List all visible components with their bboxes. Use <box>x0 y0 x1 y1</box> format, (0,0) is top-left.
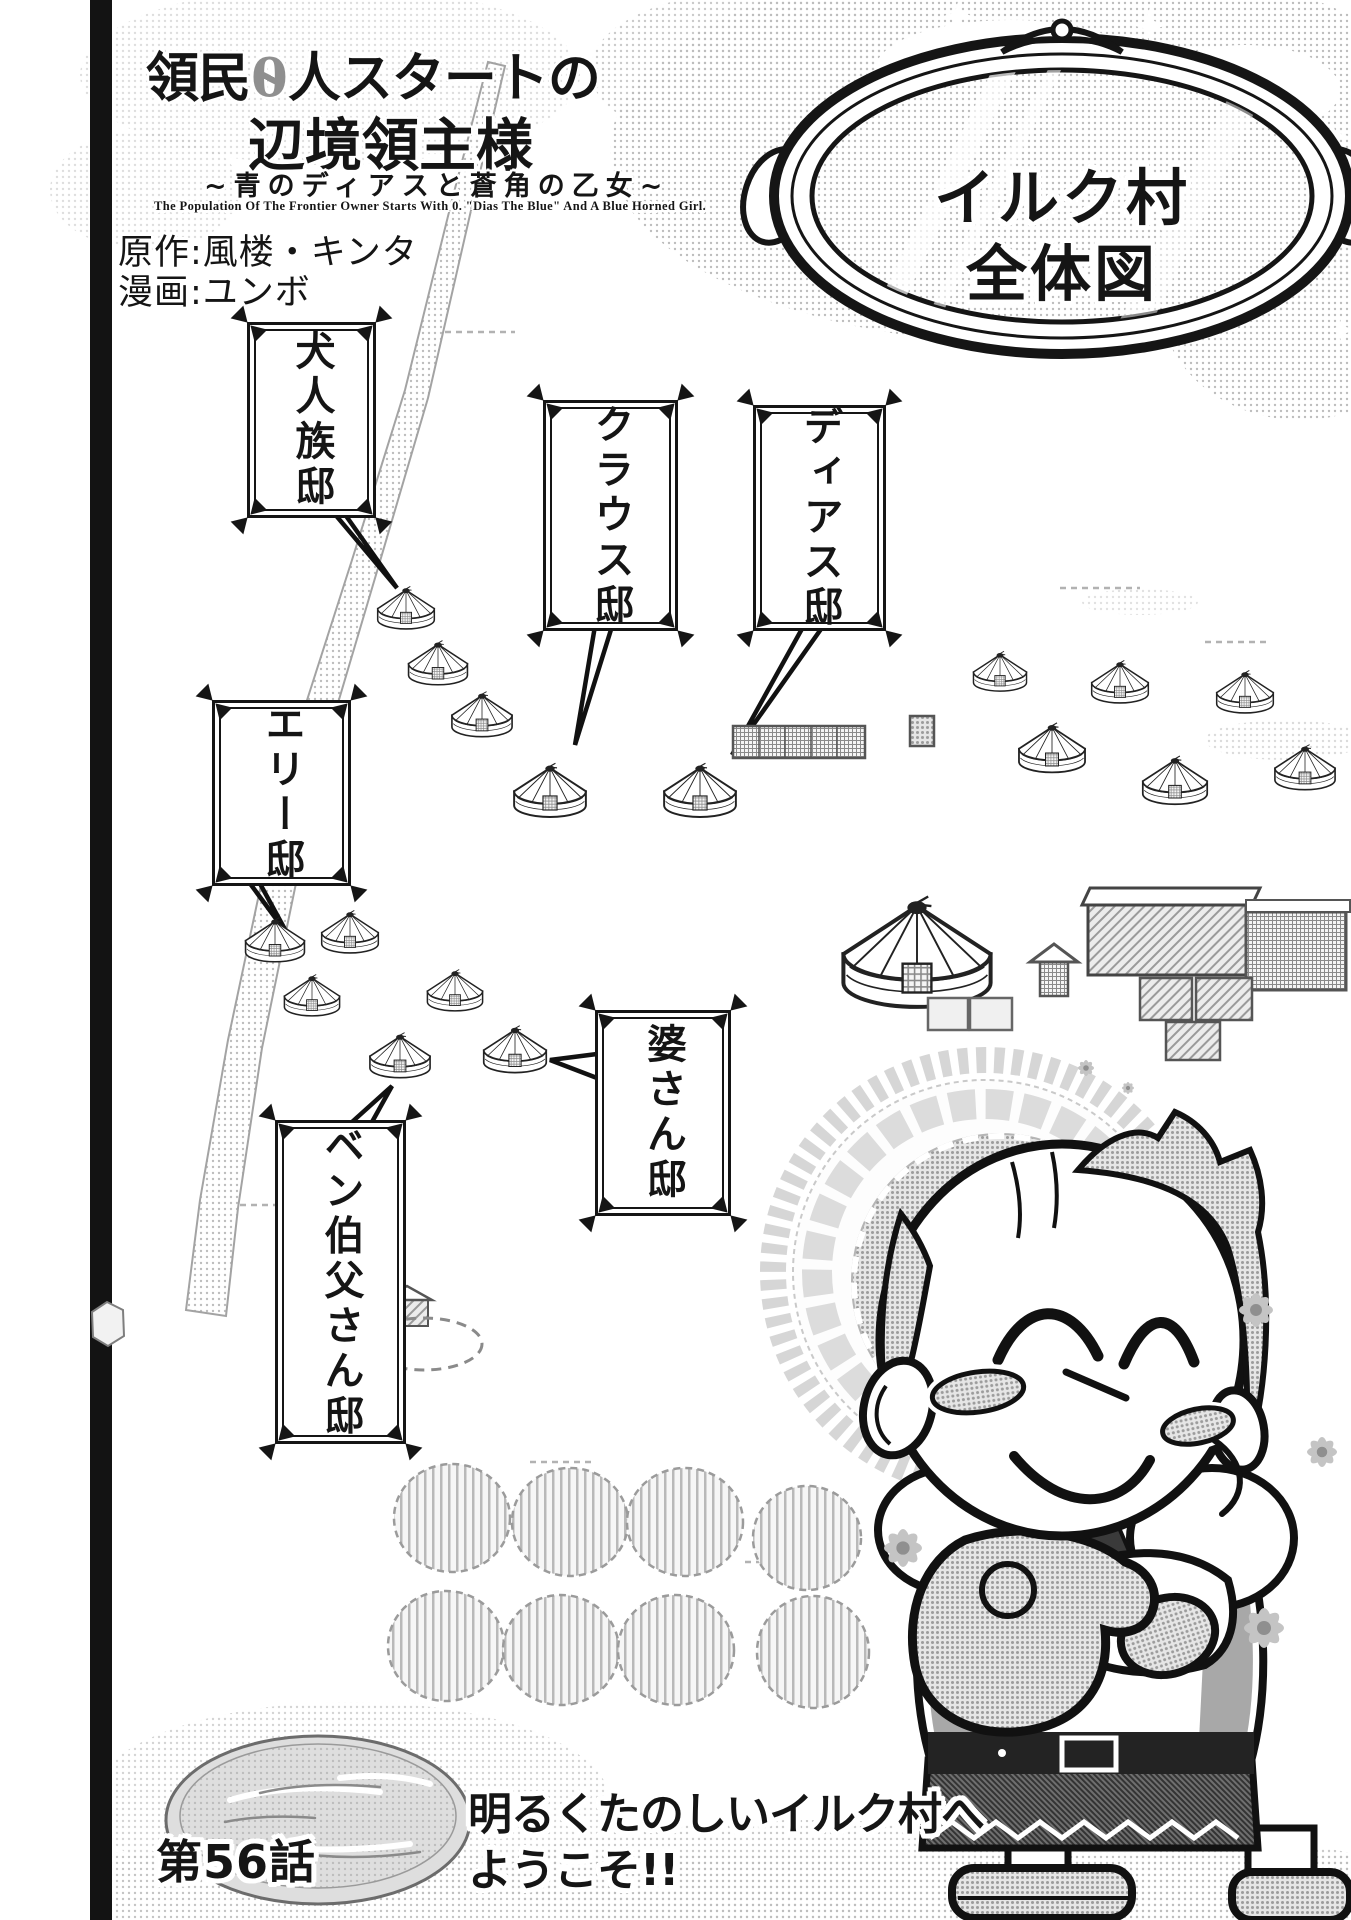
label-text: ベン伯父さん邸 <box>317 1124 364 1440</box>
credit-manga-artist: 漫画:ユンボ <box>118 273 311 313</box>
series-title-line2: 辺境領主様 <box>248 112 533 179</box>
label-text: 犬人族邸 <box>288 330 335 510</box>
character-dias <box>859 1108 1351 1920</box>
map-title-line1: イルク村 <box>933 163 1190 234</box>
title-zero: 0 <box>251 47 288 109</box>
character-belt <box>928 1732 1254 1774</box>
label-frame-inner-border <box>550 407 671 624</box>
series-subtitle: ~青のディアスと蒼角の乙女~ <box>204 171 670 202</box>
label-frame-inner-border <box>254 329 369 511</box>
label-text: 婆さん邸 <box>640 1023 686 1203</box>
label-frame-inner-border <box>760 412 879 624</box>
crop-fields <box>386 1462 871 1710</box>
label-text: エリー邸 <box>258 703 305 883</box>
series-subtitle-english: The Population Of The Frontier Owner Sta… <box>154 199 707 213</box>
label-elly-house: エリー邸 <box>212 700 351 886</box>
series-title-line1: 領民0人スタートの <box>146 36 601 112</box>
storehouse <box>1079 886 1351 1062</box>
character-cheek-left <box>929 1368 1027 1416</box>
label-frame-inner-border <box>602 1017 724 1209</box>
stone-icon <box>90 1300 126 1348</box>
character-mitten-left <box>907 1526 1159 1737</box>
page-spine-bar <box>90 0 112 1920</box>
episode-number: 第56話 <box>156 1835 317 1889</box>
welcome-caption-line1: 明るくたのしいイルク村へ <box>468 1789 985 1840</box>
label-frame-inner-border <box>219 707 344 879</box>
label-granny-house: 婆さん邸 <box>595 1010 731 1216</box>
map-title-line2: 全体図 <box>965 239 1158 310</box>
large-yurt <box>843 897 1014 1032</box>
label-uncle-ben-house: ベン伯父さん邸 <box>275 1120 406 1444</box>
label-dias-house: ディアス邸 <box>753 405 886 631</box>
title-part: 人スタートの <box>287 47 601 109</box>
medallion-streaks <box>860 70 1284 322</box>
crates <box>1138 976 1254 1062</box>
label-klaus-house: クラウス邸 <box>543 400 678 631</box>
crates <box>926 996 1014 1032</box>
welcome-caption-line2: ようこそ!! <box>468 1845 679 1896</box>
crate-row <box>731 714 936 760</box>
character-closed-eyes <box>992 1308 1200 1370</box>
credit-original-author: 原作:風楼・キンタ <box>118 233 418 273</box>
map-title-medallion <box>740 18 1351 359</box>
river <box>184 60 507 1318</box>
label-text: ディアス邸 <box>796 405 843 631</box>
label-text: クラウス邸 <box>587 403 634 628</box>
pond <box>164 1734 472 1906</box>
character-smile <box>1009 1451 1155 1505</box>
label-frame-inner-border <box>282 1127 399 1437</box>
character-head <box>859 1108 1270 1541</box>
well-hut <box>1025 942 1083 998</box>
title-part: 領民 <box>146 47 251 109</box>
character-cheek-right <box>1160 1405 1236 1447</box>
label-dog-people-house: 犬人族邸 <box>247 322 376 518</box>
lattice-fence <box>1244 910 1348 992</box>
